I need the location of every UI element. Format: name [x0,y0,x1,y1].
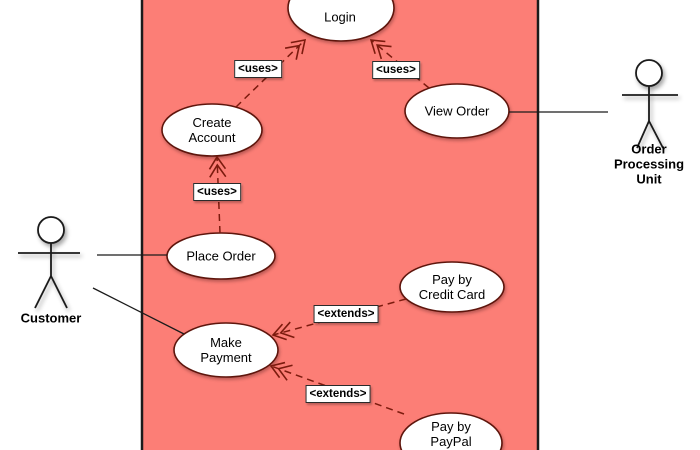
usecase-make-payment-shape [173,322,279,378]
stereotype-uses-create-account-login: <uses> [234,60,282,78]
usecase-pay-paypal-shape [399,412,503,450]
usecase-login-label: Login [324,9,356,25]
stereotype-uses-place-order-create: <uses> [193,183,241,201]
usecase-login-shape [287,0,395,42]
actor-opu-left-leg [636,120,650,149]
usecase-place-order-label: Place Order [186,248,256,264]
association-customer-make-payment [92,287,185,335]
usecase-pay-credit-card-label: Pay by Credit Card [418,272,486,302]
actor-customer-right-leg [50,275,68,309]
usecase-pay-credit-card-shape [399,261,505,313]
stereotype-extends-credit-card-payment: <extends> [313,305,379,323]
actor-opu-head-icon [635,59,663,87]
actor-customer-figure [18,216,80,309]
usecase-view-order-shape [404,83,510,139]
actor-opu-right-leg [648,120,664,149]
actor-opu-label: Order Processing Unit [613,141,685,187]
stereotype-extends-paypal-payment: <extends> [305,385,371,403]
actor-customer-left-leg [34,275,52,309]
extends-arrow-credit-card-to-make-payment [271,298,407,341]
stereotype-uses-view-order-login: <uses> [372,61,420,79]
usecase-create-account-label: Create Account [188,115,236,145]
usecase-view-order-label: View Order [424,103,490,119]
actor-customer-head-icon [37,216,65,244]
actor-customer-label: Customer [20,310,82,326]
usecase-place-order-shape [166,232,276,280]
system-boundary [140,0,540,450]
usecase-pay-paypal-label: Pay by PayPal [430,419,472,449]
actor-opu-figure [622,59,678,149]
usecase-make-payment-label: Make Payment [200,335,252,365]
